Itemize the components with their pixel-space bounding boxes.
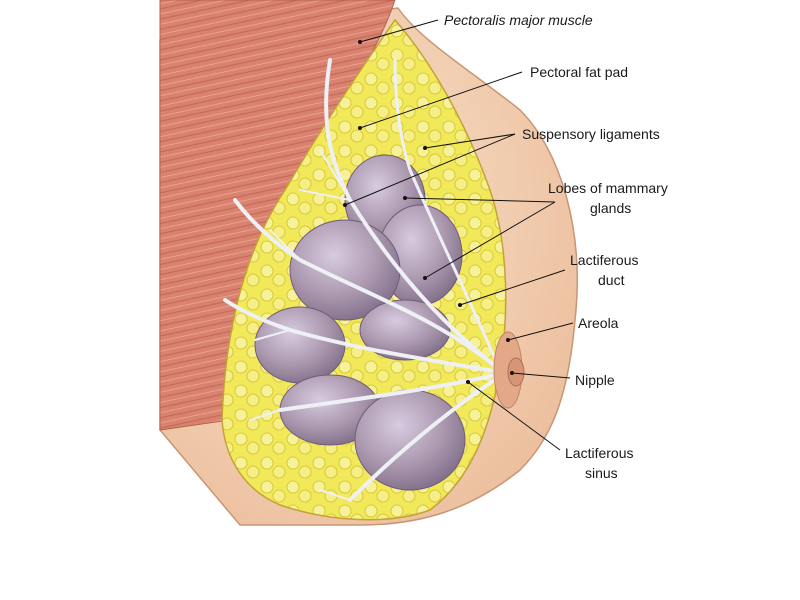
leader-dot <box>358 126 362 130</box>
leader-suspensory-b <box>344 133 516 206</box>
label-duct-line2: duct <box>598 272 625 288</box>
leader-lines <box>344 19 574 451</box>
leader-dot <box>423 146 427 150</box>
leader-areola <box>507 322 574 341</box>
label-pectoralis-major: Pectoralis major muscle <box>444 12 593 28</box>
label-sinus-line2: sinus <box>585 465 618 481</box>
label-suspensory-ligaments: Suspensory ligaments <box>522 126 660 142</box>
leader-lobes-a <box>404 197 556 203</box>
leader-dot <box>466 380 470 384</box>
label-areola: Areola <box>578 315 619 331</box>
label-pectoral-fat-pad: Pectoral fat pad <box>530 64 628 80</box>
leader-duct <box>459 269 566 306</box>
leader-dot <box>423 276 427 280</box>
label-lobes-line1: Lobes of mammary <box>548 180 668 196</box>
label-lobes-line2: glands <box>590 200 631 216</box>
leader-fat-pad <box>359 71 523 129</box>
leader-sinus <box>467 381 561 451</box>
leader-dot <box>358 40 362 44</box>
label-nipple: Nipple <box>575 372 615 388</box>
leader-pectoralis <box>359 19 439 43</box>
leader-dot <box>510 371 514 375</box>
leader-dot <box>506 338 510 342</box>
lobe <box>354 389 466 491</box>
lobe <box>254 306 346 384</box>
label-sinus-line1: Lactiferous <box>565 445 633 461</box>
nipple <box>507 357 525 387</box>
leader-dot <box>403 196 407 200</box>
leader-suspensory-a <box>424 133 516 149</box>
leader-dot <box>343 203 347 207</box>
leader-dot <box>458 303 462 307</box>
leader-nipple <box>511 372 571 379</box>
leader-lobes-b <box>424 201 556 279</box>
ducts-and-ligaments <box>223 58 502 502</box>
label-duct-line1: Lactiferous <box>570 252 638 268</box>
lobe <box>359 299 451 361</box>
